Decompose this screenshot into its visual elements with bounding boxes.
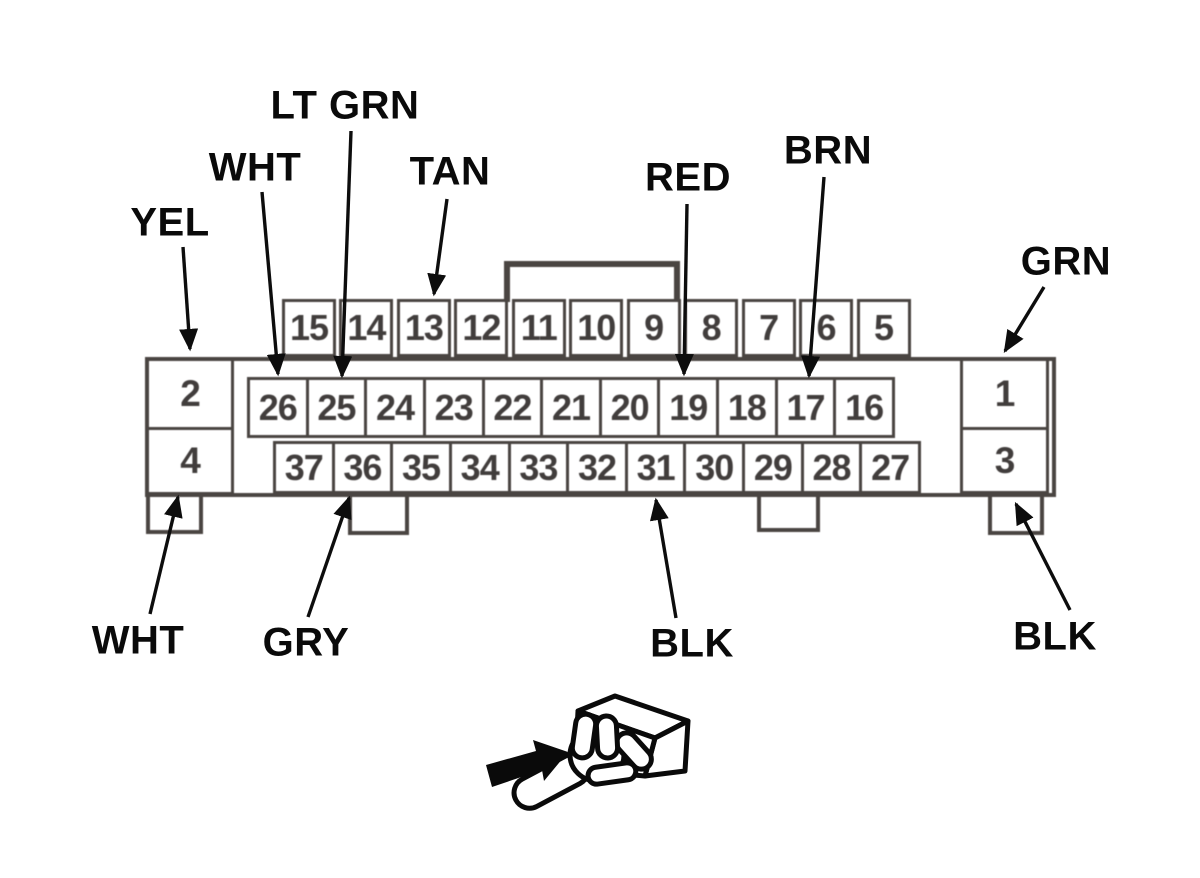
pin-cell-35: 35 xyxy=(390,441,452,494)
pin-cell-4: 4 xyxy=(146,427,234,495)
pin-cell-30: 30 xyxy=(683,441,746,494)
pin-cell-27: 27 xyxy=(859,441,921,494)
pin-cell-10: 10 xyxy=(569,299,624,357)
pin-cell-34: 34 xyxy=(448,441,511,494)
pin-cell-13: 13 xyxy=(396,299,451,357)
connector-grip-illustration xyxy=(486,693,691,811)
callout-arrow-lt-grn-pin25 xyxy=(333,130,353,379)
callout-arrow-yel-pin2 xyxy=(179,246,199,352)
pin-cell-11: 11 xyxy=(511,299,566,357)
wire-color-label-blk-pin31: BLK xyxy=(650,621,734,666)
wire-color-label-red-pin19: RED xyxy=(645,155,731,200)
wire-color-label-grn-pin1: GRN xyxy=(1020,239,1112,284)
pin-cell-17: 17 xyxy=(774,377,837,438)
connector-latch-tab xyxy=(504,261,680,302)
pin-cell-15: 15 xyxy=(282,299,336,357)
callout-arrow-tan-pin13 xyxy=(427,198,449,297)
pin-cell-36: 36 xyxy=(331,441,394,494)
wire-color-label-brn-pin17: BRN xyxy=(783,128,873,173)
wire-color-label-wht-pin26: WHT xyxy=(208,145,302,190)
pin-cell-24: 24 xyxy=(364,377,426,438)
callout-arrow-wht-pin4 xyxy=(148,494,183,615)
mount-foot-right xyxy=(988,495,1044,535)
callout-arrow-grn-pin1 xyxy=(1003,286,1046,354)
grip-finger-middle xyxy=(593,713,621,761)
pin-cell-5: 5 xyxy=(856,299,911,357)
grip-finger-ring xyxy=(614,730,654,772)
pin-cell-2: 2 xyxy=(146,358,234,430)
pin-cell-14: 14 xyxy=(339,299,394,357)
view-direction-arrow xyxy=(486,740,568,787)
wire-color-label-wht-pin4: WHT xyxy=(91,618,185,663)
pin-cell-3: 3 xyxy=(960,427,1049,494)
pin-cell-28: 28 xyxy=(800,441,863,494)
mount-foot-mid-right xyxy=(757,495,820,532)
callout-arrow-gry-pin36 xyxy=(306,495,352,618)
pin-cell-22: 22 xyxy=(481,377,544,438)
callout-arrow-brn-pin17 xyxy=(801,176,826,379)
callout-arrow-blk-pin31 xyxy=(649,497,678,619)
pin-cell-23: 23 xyxy=(422,377,485,438)
pin-cell-16: 16 xyxy=(833,377,895,438)
pin-cell-37: 37 xyxy=(273,441,335,494)
wire-color-label-lt-grn-pin25: LT GRN xyxy=(270,83,420,128)
pin-cell-7: 7 xyxy=(741,299,796,357)
pin-cell-26: 26 xyxy=(247,377,309,438)
grip-thumb xyxy=(585,760,639,787)
grip-finger-index xyxy=(569,711,599,761)
wire-color-label-tan-pin13: TAN xyxy=(409,149,491,194)
pin-cell-6: 6 xyxy=(799,299,854,357)
pin-cell-9: 9 xyxy=(626,299,681,357)
callout-arrow-wht-pin26 xyxy=(260,191,286,377)
pin-cell-12: 12 xyxy=(454,299,509,357)
wire-color-label-gry-pin36: GRY xyxy=(262,620,350,665)
wire-color-label-yel-pin2: YEL xyxy=(130,200,210,245)
callout-arrow-red-pin19 xyxy=(674,203,694,377)
callout-arrow-blk-pin3 xyxy=(1014,501,1072,611)
pin-cell-20: 20 xyxy=(598,377,661,438)
wire-color-label-blk-pin3: BLK xyxy=(1013,614,1097,659)
pin-cell-1: 1 xyxy=(960,358,1049,430)
